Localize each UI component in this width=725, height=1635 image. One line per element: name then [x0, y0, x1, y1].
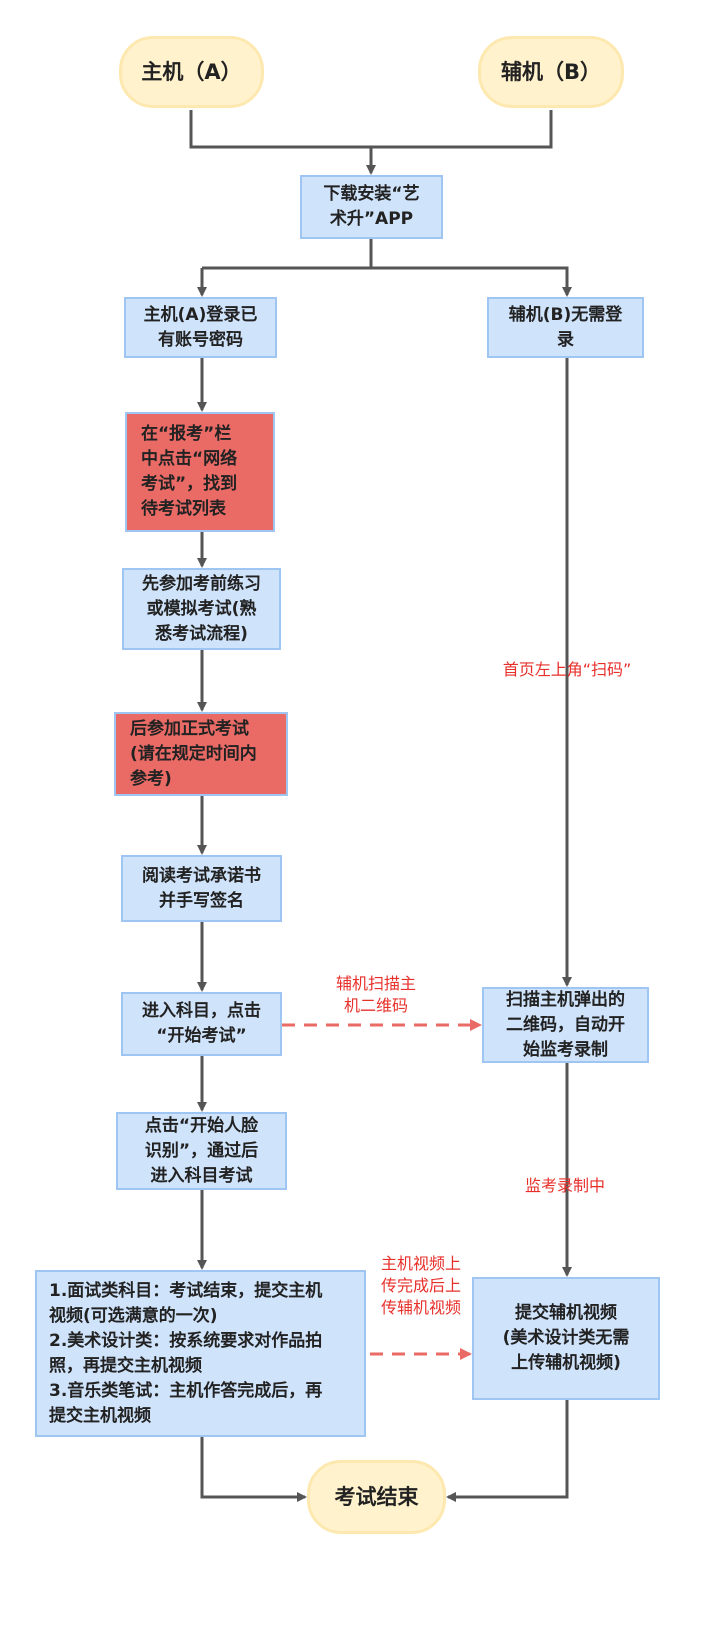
edge-submitsub-to-end: [446, 1400, 569, 1502]
face-recognition-text: 点击“开始人脸 识别”，通过后 进入科目考试: [144, 1115, 259, 1186]
scan-qr-text: 扫描主机弹出的 二维码，自动开 始监考录制: [506, 989, 625, 1060]
label-recording: 监考录制中: [524, 1176, 605, 1195]
exam-end-text: 考试结束: [334, 1484, 419, 1509]
practice-exam-text: 先参加考前练习 或模拟考试(熟 悉考试流程): [142, 573, 261, 644]
edge-download-split: [202, 239, 373, 270]
sub-start-text: 辅机（B）: [500, 59, 601, 84]
submit-sub-video-node: 提交辅机视频 (美术设计类无需 上传辅机视频): [472, 1277, 660, 1400]
sub-no-login-node: 辅机(B)无需登 录: [487, 297, 644, 358]
label-sub-scan-host: 辅机扫描主 机二维码: [335, 974, 416, 1015]
exam-end-node: 考试结束: [307, 1460, 446, 1534]
label-after-upload: 主机视频上 传完成后上 传辅机视频: [380, 1254, 461, 1317]
formal-exam-text: 后参加正式考试 (请在规定时间内 参考): [130, 718, 257, 789]
edge-submit-to-end: [200, 1437, 307, 1502]
download-app-node: 下载安装“艺 术升”APP: [300, 175, 443, 239]
edge-hostA-to-merge: [189, 110, 371, 149]
submit-host-video-text: 1.面试类科目：考试结束，提交主机 视频(可选满意的一次) 2.美术设计类：按系…: [49, 1280, 323, 1426]
label-scan-home: 首页左上角“扫码”: [502, 660, 632, 679]
scan-qr-node: 扫描主机弹出的 二维码，自动开 始监考录制: [482, 987, 649, 1063]
host-login-text: 主机(A)登录已 有账号密码: [143, 304, 258, 350]
find-exam-list-node: 在“报考”栏 中点击“网络 考试”，找到 待考试列表: [125, 412, 275, 532]
host-start-node: 主机（A）: [119, 36, 264, 108]
host-start-text: 主机（A）: [141, 59, 242, 84]
face-recognition-node: 点击“开始人脸 识别”，通过后 进入科目考试: [116, 1112, 287, 1190]
formal-exam-node: 后参加正式考试 (请在规定时间内 参考): [114, 712, 288, 796]
host-login-node: 主机(A)登录已 有账号密码: [124, 297, 277, 358]
sub-start-node: 辅机（B）: [478, 36, 624, 108]
enter-subject-node: 进入科目，点击 “开始考试”: [121, 992, 282, 1056]
read-promise-node: 阅读考试承诺书 并手写签名: [121, 855, 282, 922]
edge-subB-to-merge: [371, 110, 553, 149]
edge-split-right: [371, 266, 572, 297]
practice-exam-node: 先参加考前练习 或模拟考试(熟 悉考试流程): [122, 568, 281, 650]
submit-sub-video-text: 提交辅机视频 (美术设计类无需 上传辅机视频): [502, 1303, 630, 1373]
submit-host-video-node: 1.面试类科目：考试结束，提交主机 视频(可选满意的一次) 2.美术设计类：按系…: [35, 1270, 366, 1437]
sub-no-login-text: 辅机(B)无需登 录: [508, 304, 623, 350]
read-promise-text: 阅读考试承诺书 并手写签名: [142, 865, 261, 911]
enter-subject-text: 进入科目，点击 “开始考试”: [142, 1001, 261, 1046]
download-app-text: 下载安装“艺 术升”APP: [323, 184, 420, 229]
find-exam-list-text: 在“报考”栏 中点击“网络 考试”，找到 待考试列表: [141, 424, 238, 519]
